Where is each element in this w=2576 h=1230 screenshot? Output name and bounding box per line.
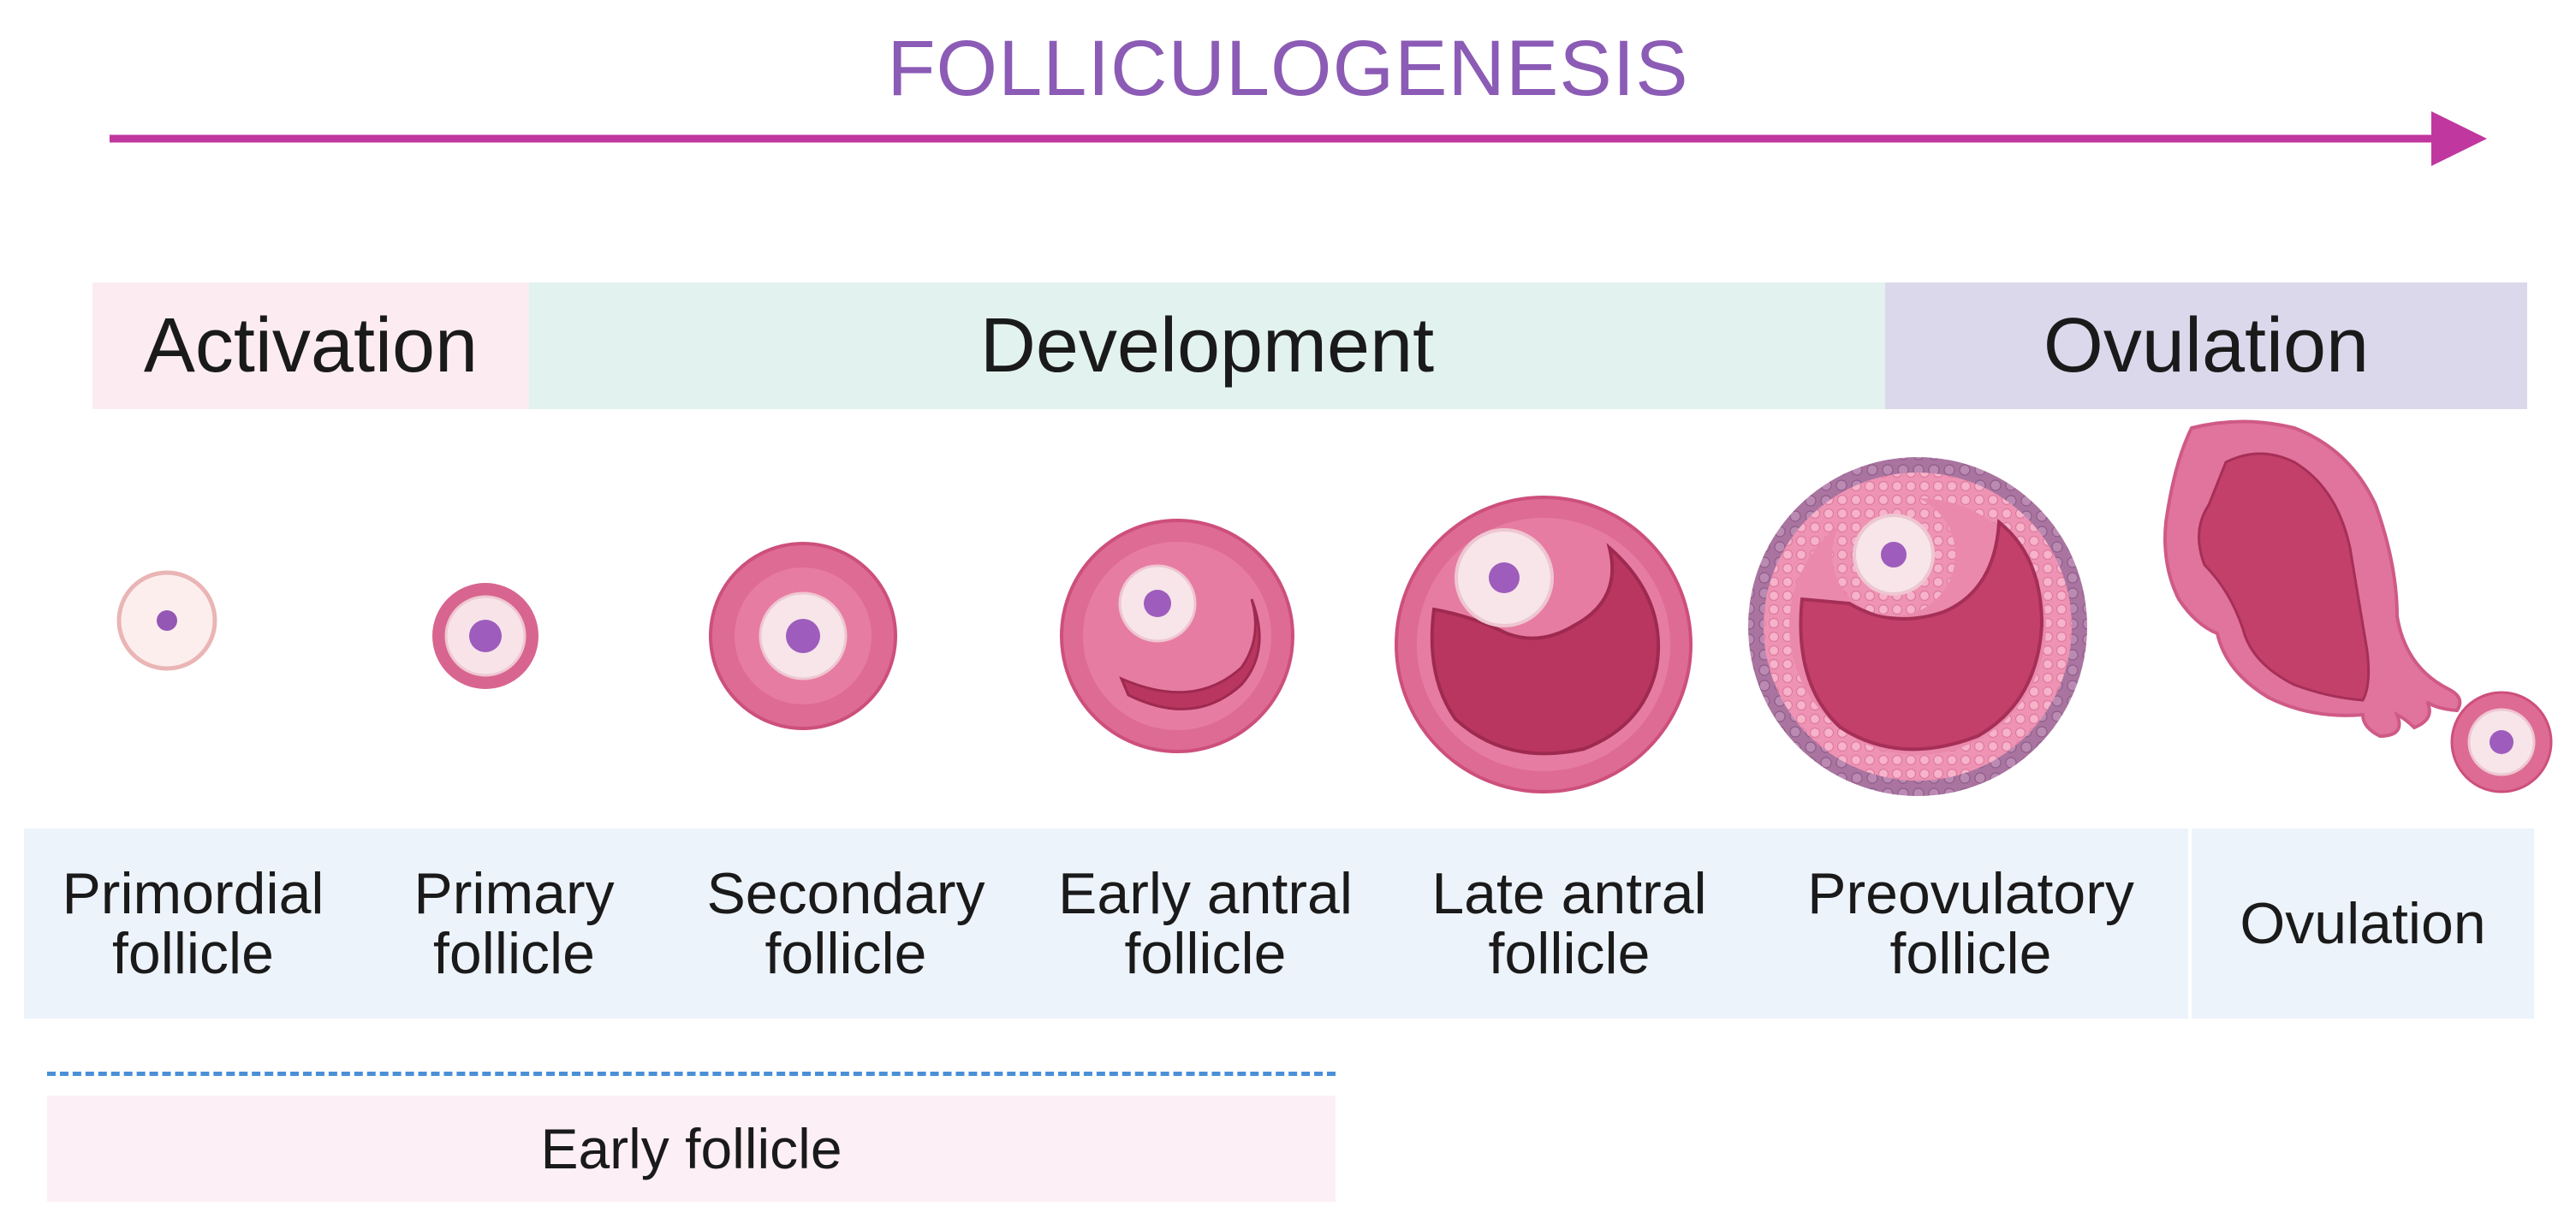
phase-ovulation: Ovulation [1885, 282, 2527, 409]
stage-label-line1: Secondary [706, 861, 985, 926]
stage-label-line2: follicle [764, 921, 927, 986]
stage-label-line1: Primordial [62, 861, 324, 926]
primary-follicle-illustration [432, 583, 538, 689]
ovulation-illustration [2163, 419, 2553, 793]
diagram-title: FOLLICULOGENESIS [887, 25, 1689, 112]
preovulatory-follicle-illustration [1748, 457, 2087, 796]
stage-label-ovulation: Ovulation [2192, 829, 2534, 1019]
phase-development-label: Development [979, 302, 1435, 389]
stage-label-line2: follicle [1488, 921, 1651, 986]
early-follicle-box: Early follicle [47, 1096, 1336, 1202]
phase-activation: Activation [92, 282, 529, 409]
stage-label-line2: follicle [1124, 921, 1287, 986]
early-follicle-dashed-line [47, 1072, 1336, 1076]
stage-label-line1: Primary [413, 861, 615, 926]
primordial-follicle-illustration [116, 570, 217, 671]
phase-development: Development [529, 282, 1885, 409]
stage-label-line2: follicle [433, 921, 595, 986]
stage-label-line2: follicle [112, 921, 274, 986]
early-antral-follicle-illustration [1060, 519, 1294, 753]
stage-label-line1: Preovulatory [1807, 861, 2134, 926]
stage-label-line1: Late antral [1431, 861, 1707, 926]
stage-label-line1: Early antral [1058, 861, 1353, 926]
stage-label-line1: Ovulation [2240, 891, 2486, 956]
early-follicle-label: Early follicle [540, 1117, 842, 1180]
folliculogenesis-arrow [110, 111, 2487, 166]
phase-ovulation-label: Ovulation [2043, 302, 2370, 389]
late-antral-follicle-illustration [1395, 496, 1693, 793]
phase-activation-label: Activation [143, 302, 479, 389]
secondary-follicle-illustration [709, 542, 897, 730]
stage-label-line2: follicle [1889, 921, 2052, 986]
